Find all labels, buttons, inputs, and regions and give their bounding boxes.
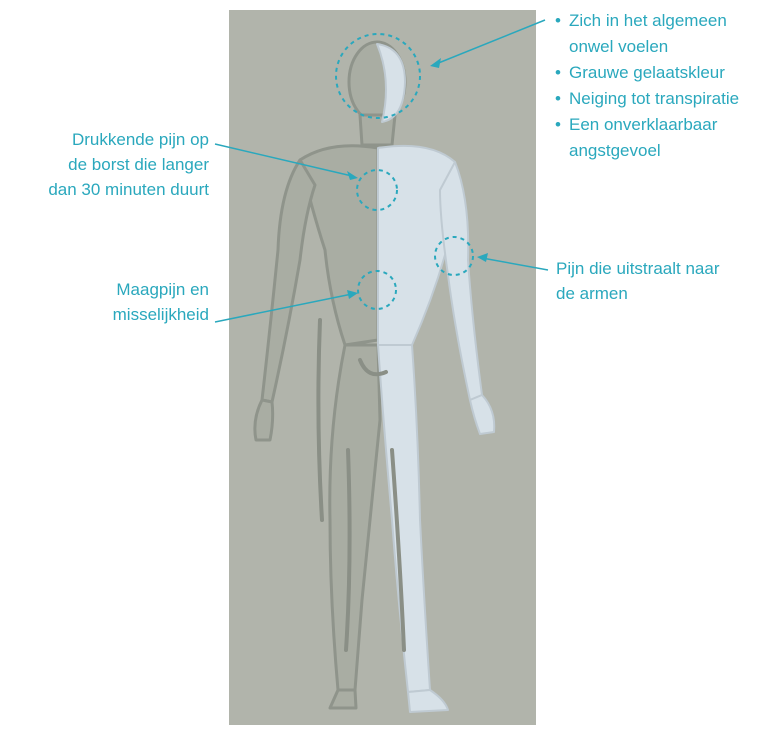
- label-stomach-line2: misselijkheid: [113, 302, 209, 327]
- body-lit-side: [377, 44, 494, 712]
- bullet-icon: •: [555, 86, 561, 112]
- label-arm: Pijn die uitstraalt naar de armen: [556, 256, 719, 306]
- label-chest-line3: dan 30 minuten duurt: [48, 177, 209, 202]
- list-item: • Zich in het algemeen onwel voelen: [555, 8, 739, 60]
- list-item: • Neiging tot transpiratie: [555, 86, 739, 112]
- label-stomach: Maagpijn en misselijkheid: [113, 277, 209, 327]
- human-body-illustration: [255, 42, 494, 712]
- label-arm-line2: de armen: [556, 281, 719, 306]
- label-chest-line1: Drukkende pijn op: [48, 127, 209, 152]
- list-item-line1: Een onverklaarbaar: [569, 112, 739, 138]
- head-symptoms-list: • Zich in het algemeen onwel voelen • Gr…: [555, 8, 739, 164]
- list-item-line1: Neiging tot transpiratie: [569, 86, 739, 112]
- label-chest: Drukkende pijn op de borst die langer da…: [48, 127, 209, 202]
- list-item-line2: onwel voelen: [569, 34, 739, 60]
- list-item: • Grauwe gelaatskleur: [555, 60, 739, 86]
- bullet-icon: •: [555, 112, 561, 138]
- label-arm-line1: Pijn die uitstraalt naar: [556, 256, 719, 281]
- bullet-icon: •: [555, 8, 561, 34]
- label-stomach-line1: Maagpijn en: [113, 277, 209, 302]
- list-item-line1: Zich in het algemeen: [569, 8, 739, 34]
- label-chest-line2: de borst die langer: [48, 152, 209, 177]
- list-item-line1: Grauwe gelaatskleur: [569, 60, 739, 86]
- list-item-line2: angstgevoel: [569, 138, 739, 164]
- connector-head: [436, 20, 545, 64]
- arrowhead-head: [430, 58, 441, 68]
- arrowhead-arm: [477, 253, 488, 262]
- bullet-icon: •: [555, 60, 561, 86]
- list-item: • Een onverklaarbaar angstgevoel: [555, 112, 739, 164]
- connector-arm: [482, 258, 548, 270]
